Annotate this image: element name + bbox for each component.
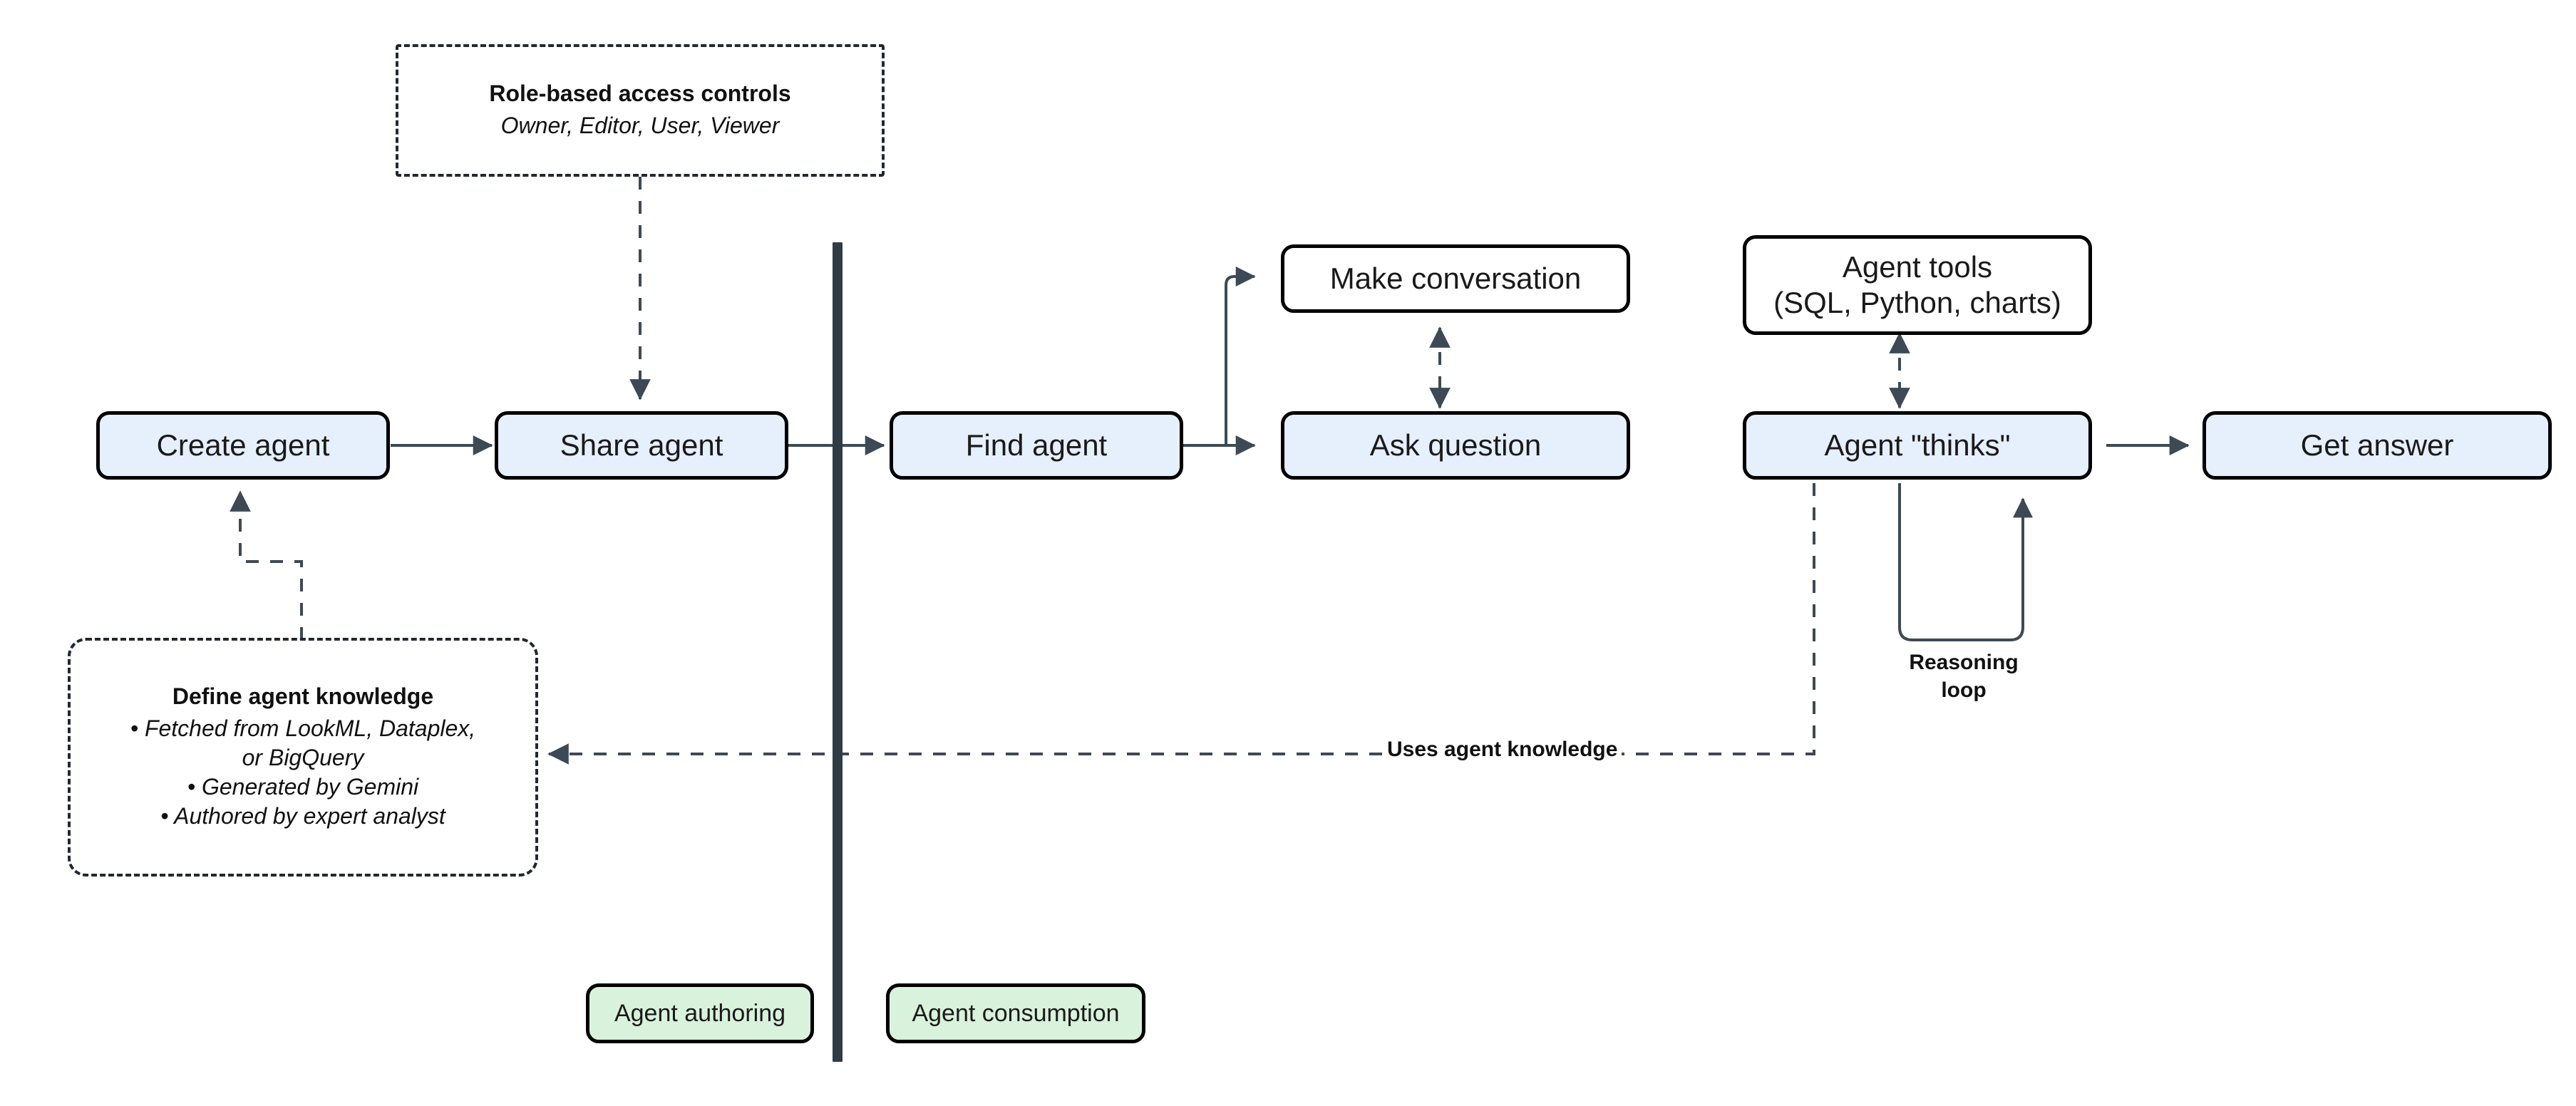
edge-reasoning-loop bbox=[1898, 483, 2033, 641]
legend-agent-authoring: Agent authoring bbox=[586, 983, 814, 1043]
section-divider bbox=[833, 242, 843, 1062]
note-knowledge-line-3: • Generated by Gemini bbox=[187, 774, 419, 800]
node-agent-tools[interactable]: Agent tools (SQL, Python, charts) bbox=[1743, 235, 2092, 335]
node-get-answer[interactable]: Get answer bbox=[2203, 411, 2552, 480]
note-knowledge-line-2: or BigQuery bbox=[242, 745, 364, 771]
node-agent-thinks[interactable]: Agent "thinks" bbox=[1743, 411, 2092, 480]
node-ask-question[interactable]: Ask question bbox=[1281, 411, 1630, 480]
edge-find-to-branch bbox=[1183, 267, 1256, 455]
node-find-agent[interactable]: Find agent bbox=[890, 411, 1183, 480]
legend-agent-consumption: Agent consumption bbox=[886, 983, 1145, 1043]
note-define-agent-knowledge: Define agent knowledge • Fetched from Lo… bbox=[68, 638, 538, 877]
note-rbac-line: Owner, Editor, User, Viewer bbox=[500, 113, 780, 139]
edge-uses-agent-knowledge bbox=[547, 483, 1815, 765]
note-knowledge-line-1: • Fetched from LookML, Dataplex, bbox=[130, 715, 476, 742]
note-rbac-title: Role-based access controls bbox=[489, 80, 791, 106]
edge-label-uses-agent-knowledge: Uses agent knowledge bbox=[1383, 738, 1622, 762]
node-create-agent[interactable]: Create agent bbox=[96, 411, 390, 480]
node-make-conversation[interactable]: Make conversation bbox=[1281, 244, 1630, 313]
note-knowledge-line-4: • Authored by expert analyst bbox=[160, 803, 445, 830]
note-role-based-access-controls: Role-based access controls Owner, Editor… bbox=[396, 44, 885, 177]
note-knowledge-title: Define agent knowledge bbox=[172, 683, 434, 709]
edge-label-reasoning-loop: Reasoning loop bbox=[1909, 651, 2019, 702]
node-share-agent[interactable]: Share agent bbox=[495, 411, 788, 480]
